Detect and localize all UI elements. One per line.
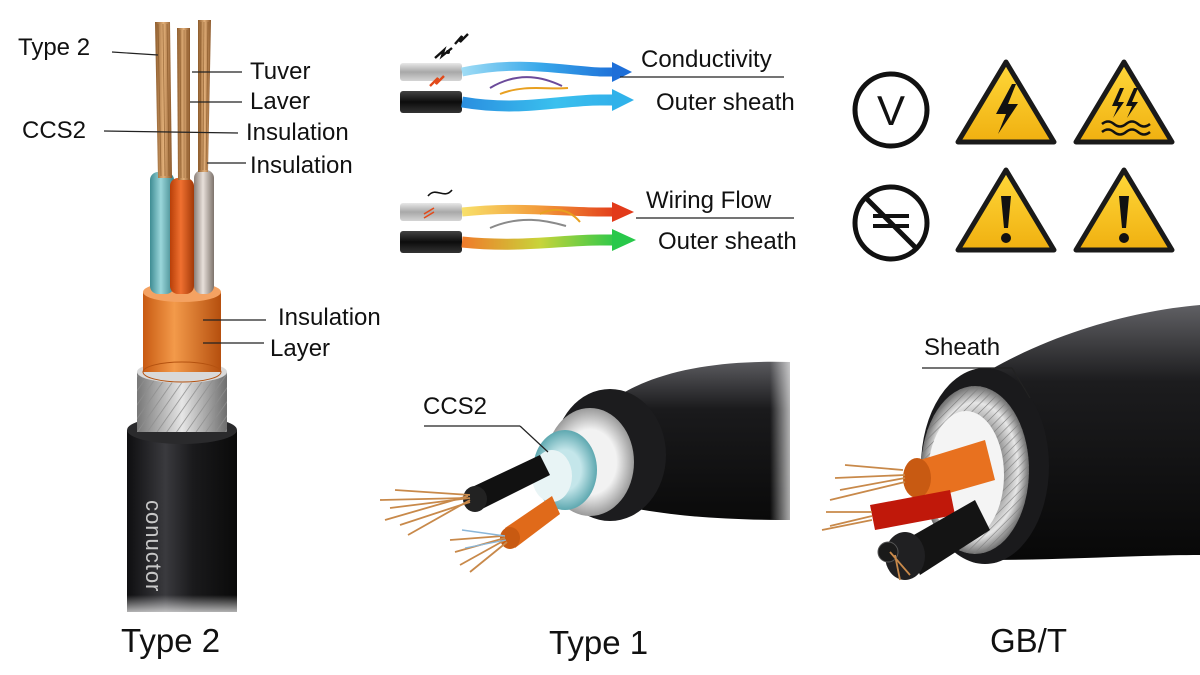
svg-text:V: V <box>877 87 905 134</box>
label-ccs2-middle: CCS2 <box>423 393 488 420</box>
high-voltage-warning-icon <box>955 59 1057 145</box>
flow-top <box>400 33 784 113</box>
label-wiring-flow: Wiring Flow <box>646 187 772 214</box>
middle-blue-strands <box>461 529 507 549</box>
label-laver: Laver <box>250 88 311 115</box>
caption-gbt: GB/T <box>990 622 1068 659</box>
caption-type1: Type 1 <box>549 624 649 661</box>
right-cores <box>870 440 995 580</box>
label-insulation-1: Insulation <box>246 119 349 146</box>
left-leader-lines <box>103 51 266 344</box>
inner-cores <box>150 170 214 294</box>
outer-jacket <box>120 416 245 620</box>
middle-cores <box>463 455 560 549</box>
exclamation-warning-icon <box>1073 167 1175 253</box>
label-outer-sheath-1: Outer sheath <box>656 89 795 116</box>
exclamation-warning-icon <box>955 167 1057 253</box>
middle-copper-strands <box>379 489 508 573</box>
copper-strands <box>155 20 211 180</box>
label-ccs2-left: CCS2 <box>22 117 87 144</box>
label-outer-sheath-2: Outer sheath <box>658 228 797 255</box>
middle-shield-ring <box>532 408 634 516</box>
label-insulation-2: Insulation <box>250 152 353 179</box>
label-insulation-3: Insulation <box>278 304 381 331</box>
label-type2: Type 2 <box>18 34 91 61</box>
label-tuver: Tuver <box>250 58 311 85</box>
label-sheath: Sheath <box>924 334 1001 361</box>
voltage-circle-icon: V <box>852 71 930 149</box>
no-dc-icon <box>852 184 930 262</box>
flow-bottom <box>400 189 794 253</box>
electric-water-warning-icon <box>1073 59 1175 145</box>
label-layer: Layer <box>270 335 331 362</box>
right-copper-strands <box>821 464 911 581</box>
label-conductivity: Conductivity <box>641 46 772 73</box>
caption-type2: Type 2 <box>121 622 221 659</box>
